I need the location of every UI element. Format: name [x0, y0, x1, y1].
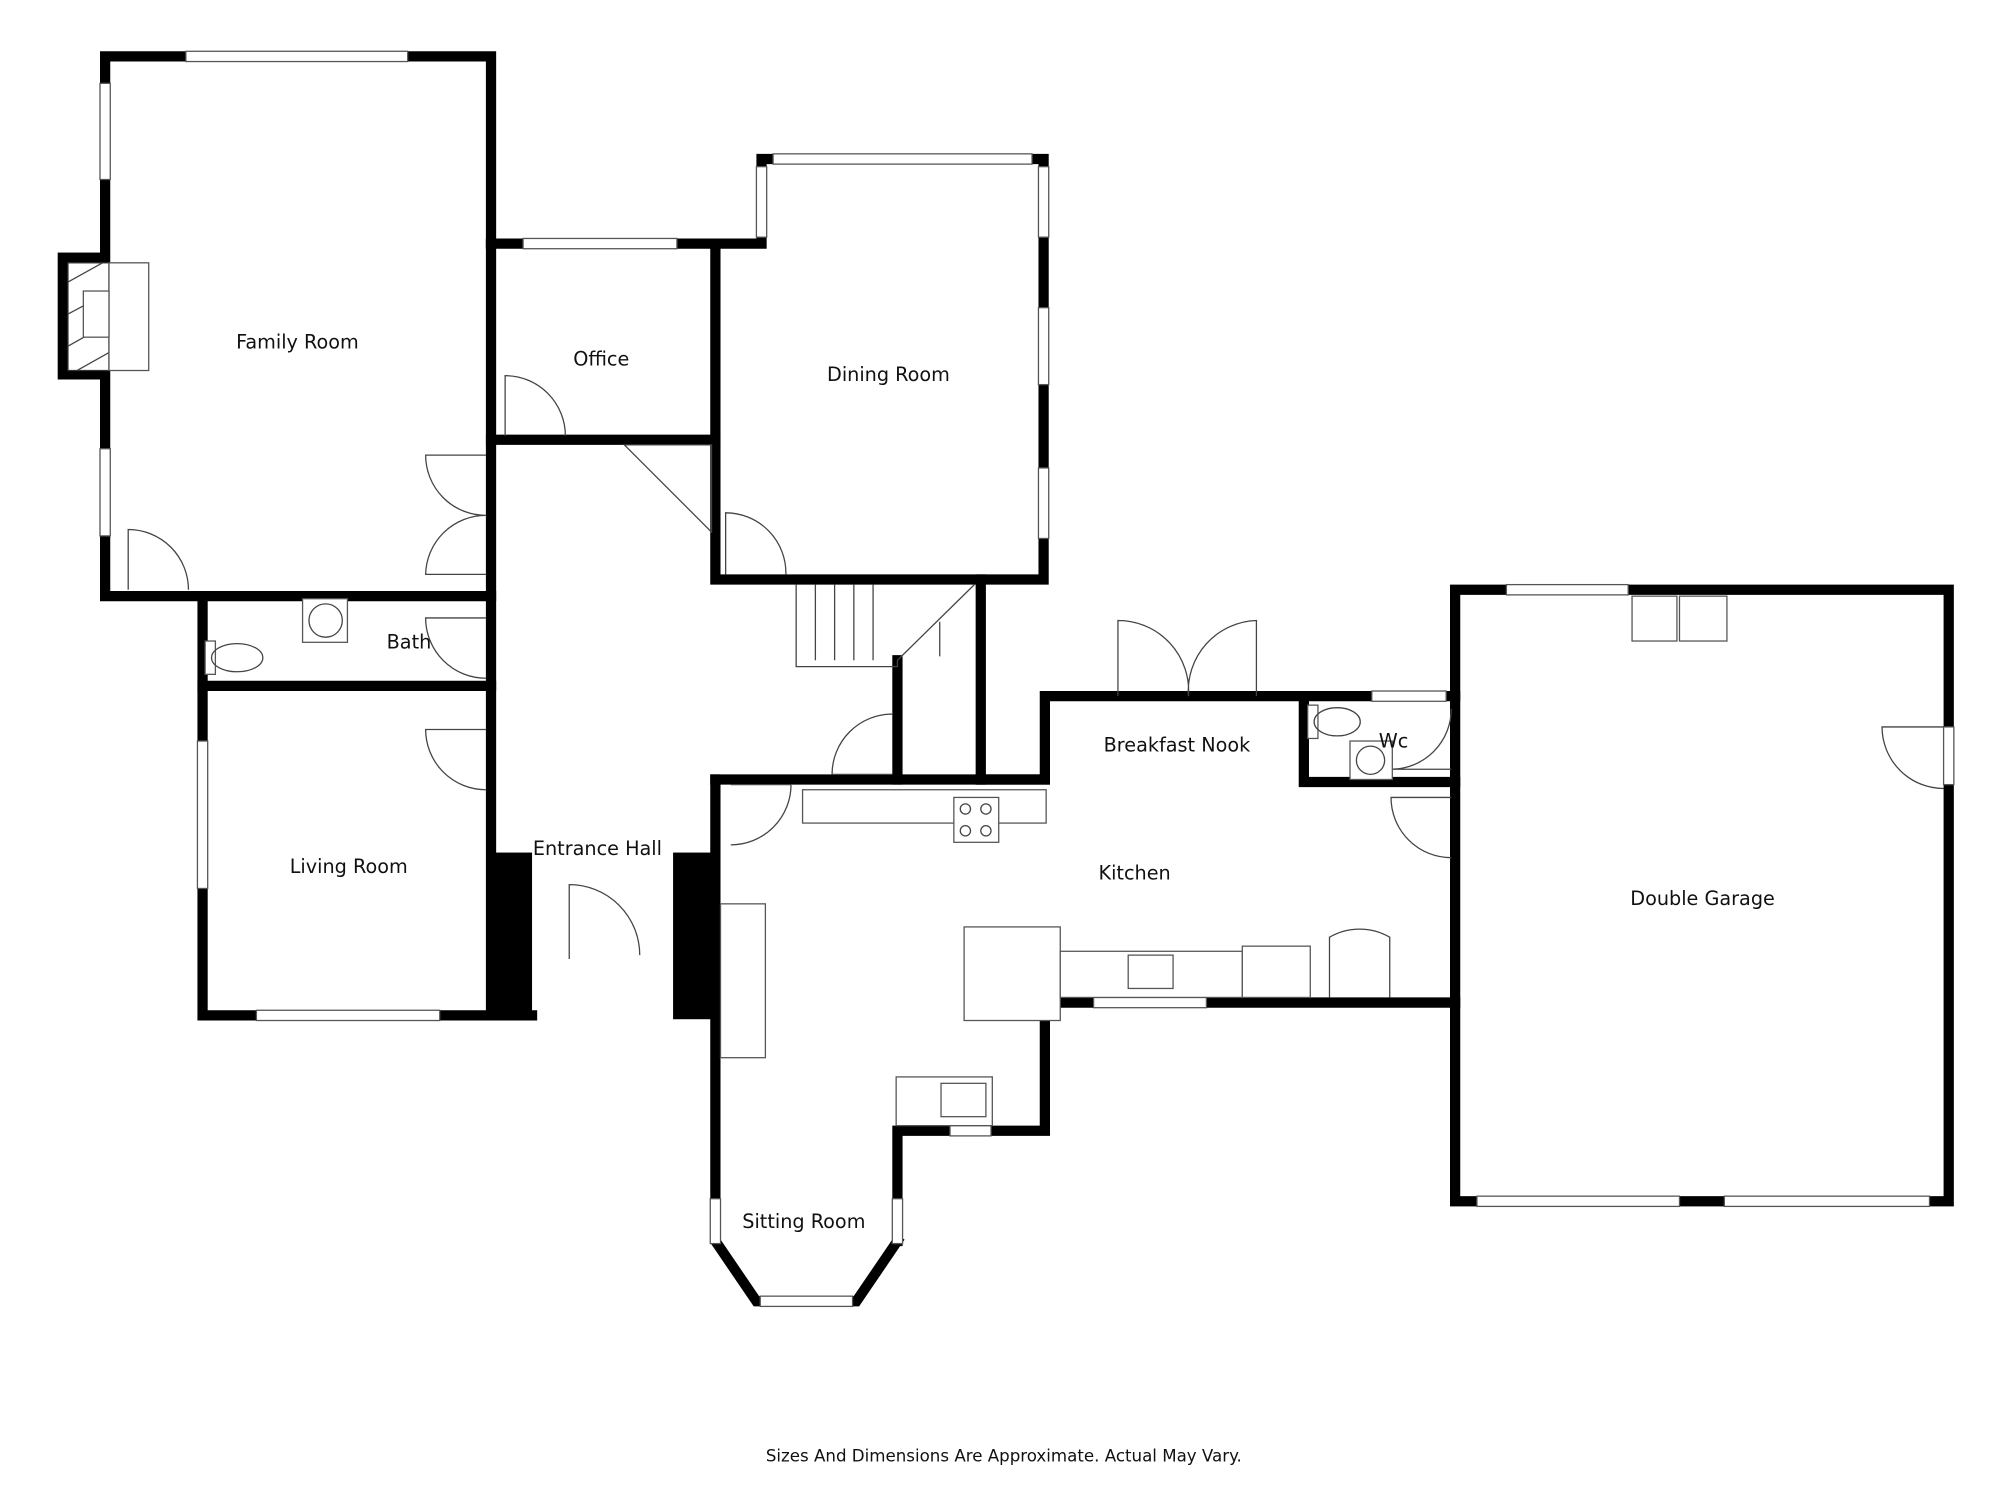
windows: [99, 50, 1955, 1308]
label-office: Office: [573, 347, 629, 370]
label-breakfast-nook: Breakfast Nook: [1104, 733, 1251, 756]
label-dining-room: Dining Room: [827, 363, 950, 386]
label-sitting-room: Sitting Room: [742, 1210, 865, 1233]
label-entrance-hall: Entrance Hall: [533, 837, 662, 860]
label-wc: Wc: [1379, 729, 1409, 752]
label-family-room: Family Room: [236, 331, 359, 354]
disclaimer-footer: Sizes And Dimensions Are Approximate. Ac…: [766, 1447, 1242, 1466]
fixtures: [204, 444, 1728, 1127]
walls: [57, 51, 1954, 1307]
room-labels: Family Room Office Dining Room Bath Livi…: [236, 331, 1775, 1233]
label-bath: Bath: [387, 631, 432, 654]
label-double-garage: Double Garage: [1630, 887, 1775, 910]
doors: [127, 374, 1944, 998]
label-kitchen: Kitchen: [1098, 861, 1170, 884]
label-living-room: Living Room: [290, 855, 408, 878]
